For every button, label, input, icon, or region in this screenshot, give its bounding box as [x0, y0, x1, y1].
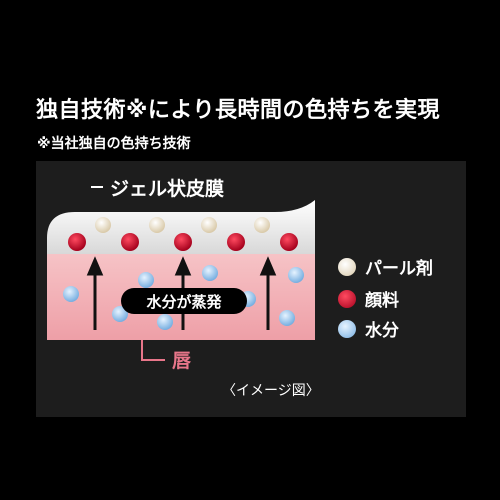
pigment-particle — [68, 233, 86, 251]
pearl-swatch-icon — [338, 257, 356, 276]
pigment-swatch-icon — [338, 289, 356, 308]
pigment-particle — [121, 233, 139, 251]
evaporation-arrowhead — [174, 256, 192, 276]
water-swatch-icon — [338, 319, 356, 338]
pigment-particle — [280, 233, 298, 251]
water-particle — [138, 272, 154, 288]
gel-film-layer — [47, 200, 315, 254]
page-title: 独自技術※により長時間の色持ちを実現 — [36, 98, 440, 123]
legend-item-water: 水分 — [338, 316, 399, 341]
gel-film-label: ジェル状皮膜 — [110, 178, 225, 200]
pearl-particle — [95, 217, 111, 233]
evaporation-arrowhead — [259, 256, 277, 276]
legend-label: 顔料 — [365, 291, 399, 311]
water-particle — [288, 267, 304, 283]
pearl-particle — [254, 217, 270, 233]
water-particle — [63, 286, 79, 302]
pearl-particle — [149, 217, 165, 233]
lip-label: 唇 — [172, 350, 192, 372]
water-particle — [157, 314, 173, 330]
lip-label-leader — [141, 340, 165, 361]
image-caption: 〈イメージ図〉 — [222, 383, 320, 399]
pearl-particle — [201, 217, 217, 233]
legend-label: パール剤 — [365, 259, 433, 279]
water-particle — [279, 310, 295, 326]
pigment-particle — [174, 233, 192, 251]
legend-item-pigment: 顔料 — [338, 286, 399, 311]
legend-item-pearl: パール剤 — [338, 254, 433, 279]
evaporation-arrowhead — [86, 256, 104, 276]
legend-label: 水分 — [365, 321, 399, 341]
water-particle — [202, 265, 218, 281]
evaporation-label: 水分が蒸発 — [121, 288, 247, 314]
pigment-particle — [227, 233, 245, 251]
page-subtitle: ※当社独自の色持ち技術 — [37, 136, 191, 152]
